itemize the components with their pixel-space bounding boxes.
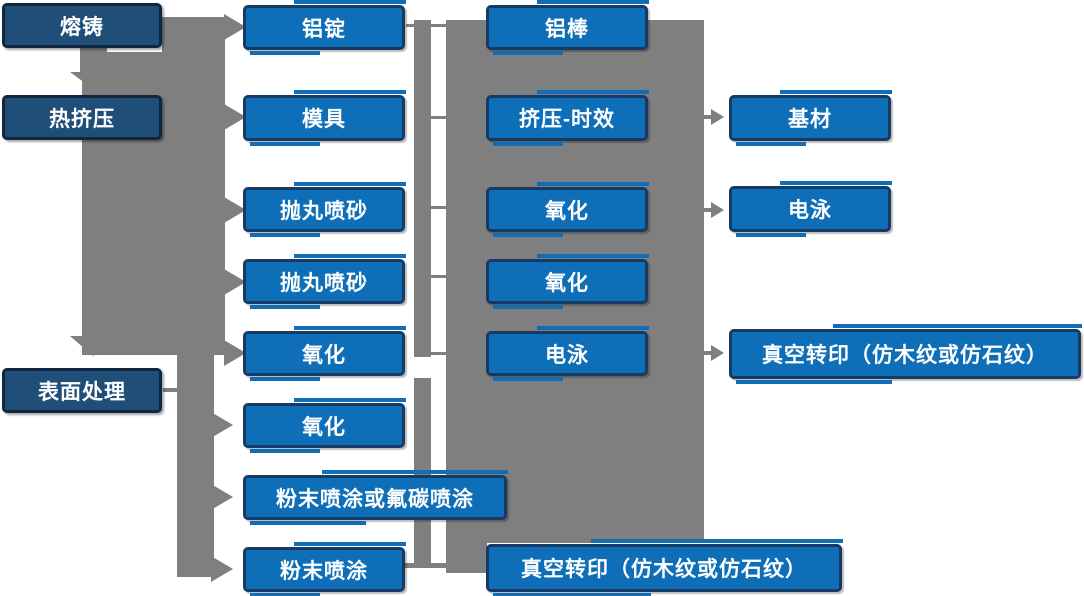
node-surface-treatment: 表面处理 bbox=[2, 368, 162, 413]
stem-to-base-material bbox=[702, 115, 712, 119]
arrowhead-to-powder-fluorocarbon bbox=[211, 484, 233, 510]
arrowhead-to-oxidation-1 bbox=[224, 340, 246, 366]
connector-row-aluminum-rod bbox=[406, 24, 446, 27]
node-vacuum-transfer-bottom: 真空转印（仿木纹或仿石纹） bbox=[486, 539, 843, 596]
arrowhead-to-mold bbox=[224, 104, 246, 130]
node-vacuum-transfer-right: 真空转印（仿木纹或仿石纹） bbox=[729, 324, 1082, 384]
connector-center-slab-foot bbox=[446, 543, 487, 573]
node-electrophoresis-3: 电泳 bbox=[486, 326, 649, 381]
connector-top-arm bbox=[162, 17, 225, 57]
arrowhead-to-shot-blasting-2 bbox=[224, 269, 246, 295]
node-shot-blasting-2: 抛丸喷砂 bbox=[243, 254, 406, 309]
node-oxidation-2: 氧化 bbox=[243, 398, 406, 453]
stem-to-vacuum-transfer-right bbox=[702, 351, 712, 355]
node-melting-casting: 熔铸 bbox=[2, 3, 162, 48]
node-hot-extrusion: 热挤压 bbox=[2, 95, 162, 140]
connector-surface-treatment-stub bbox=[163, 388, 179, 392]
arrowhead-to-powder-coating bbox=[211, 556, 233, 582]
connector-lower-trunk bbox=[177, 350, 214, 577]
stem-to-electrophoresis-4 bbox=[702, 208, 712, 212]
node-oxidation-4: 氧化 bbox=[486, 254, 649, 309]
node-aluminum-rod: 铝棒 bbox=[486, 0, 649, 55]
arrowhead-down-surface-treatment bbox=[70, 336, 116, 356]
arrowhead-to-vacuum-transfer-right bbox=[711, 345, 724, 361]
arrowhead-to-electrophoresis-4 bbox=[711, 202, 724, 218]
arrowhead-to-oxidation-2 bbox=[211, 412, 233, 438]
connector-powder-to-vacuum bbox=[405, 563, 450, 568]
node-aluminum-ingot: 铝锭 bbox=[243, 0, 406, 55]
node-base-material: 基材 bbox=[729, 90, 892, 146]
connector-row-extrusion-aging bbox=[431, 116, 446, 119]
node-shot-blasting-1: 抛丸喷砂 bbox=[243, 182, 406, 237]
connector-strip-upper bbox=[414, 20, 431, 357]
node-extrusion-aging: 挤压-时效 bbox=[486, 90, 649, 146]
node-powder-or-fluorocarbon-coating: 粉末喷涂或氟碳喷涂 bbox=[243, 470, 508, 525]
node-oxidation-3: 氧化 bbox=[486, 182, 649, 237]
arrowhead-to-aluminum-ingot bbox=[224, 14, 246, 40]
connector-row-electrophoresis bbox=[431, 352, 446, 355]
node-oxidation-1: 氧化 bbox=[243, 326, 406, 381]
node-powder-coating: 粉末喷涂 bbox=[243, 542, 406, 596]
node-electrophoresis-4: 电泳 bbox=[729, 181, 892, 237]
arrowhead-to-base-material bbox=[711, 109, 724, 125]
node-mold: 模具 bbox=[243, 90, 406, 146]
connector-row-oxidation-4 bbox=[431, 275, 446, 278]
arrowhead-to-shot-blasting-1 bbox=[224, 197, 246, 223]
connector-row-oxidation-3 bbox=[431, 206, 446, 209]
